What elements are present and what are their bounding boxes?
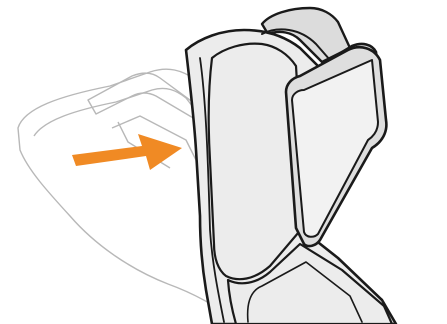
ghost-headrest bbox=[88, 73, 200, 122]
backrest-cushion bbox=[209, 44, 304, 280]
headrest bbox=[286, 44, 386, 246]
